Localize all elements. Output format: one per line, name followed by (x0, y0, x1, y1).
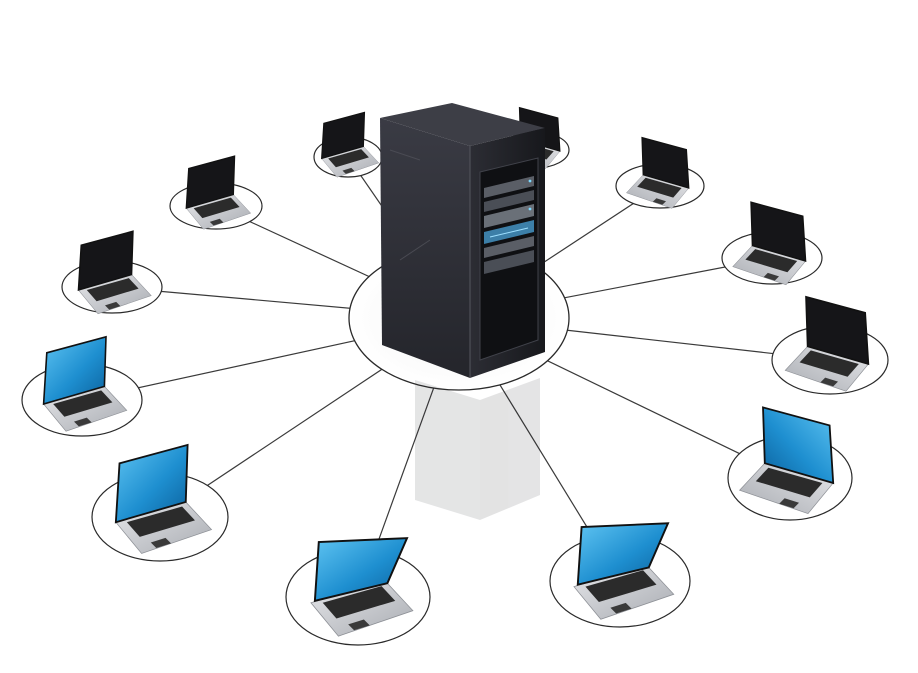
laptop-screen (313, 537, 409, 603)
laptop-touchpad (652, 198, 666, 205)
laptop-touchpad (342, 167, 355, 174)
laptop-keyboard (799, 350, 859, 377)
laptop-station (313, 111, 383, 178)
laptop-icon (738, 406, 835, 515)
laptop-station (21, 335, 143, 437)
laptop-keyboard (322, 586, 396, 619)
laptop-screen (42, 335, 107, 406)
laptop-keyboard (328, 149, 369, 168)
laptop-icon (732, 201, 807, 286)
laptop-screen (321, 111, 366, 160)
laptop-touchpad (209, 218, 224, 226)
laptop-keyboard (745, 249, 798, 273)
laptop-screen (750, 201, 807, 262)
laptop-icon (784, 295, 870, 392)
laptop-touchpad (610, 602, 632, 614)
laptop-touchpad (820, 377, 838, 387)
laptop-keyboard (637, 177, 682, 198)
laptop-screen (641, 136, 690, 189)
laptop-touchpad (763, 272, 779, 281)
laptop-station (285, 537, 431, 646)
laptop-station (61, 230, 163, 315)
laptop-icon (573, 522, 675, 620)
laptop-keyboard (86, 278, 139, 302)
laptop-group (21, 106, 889, 646)
laptop-keyboard (53, 390, 113, 417)
laptop-icon (321, 111, 380, 178)
laptop-icon (625, 136, 690, 209)
laptop-screen (185, 155, 236, 210)
laptop-screen (77, 230, 134, 291)
laptop-icon (42, 335, 128, 432)
laptop-station (549, 522, 691, 628)
laptop-station (169, 155, 263, 230)
laptop-icon (77, 230, 152, 315)
laptop-keyboard (126, 506, 195, 537)
laptop-icon (114, 443, 213, 554)
laptop-keyboard (585, 570, 657, 602)
laptop-station (91, 443, 229, 562)
laptop-touchpad (348, 619, 370, 631)
laptop-touchpad (105, 301, 121, 310)
laptop-touchpad (779, 498, 799, 509)
laptop-keyboard (193, 197, 240, 219)
laptop-touchpad (150, 537, 172, 548)
laptop-station (721, 201, 823, 286)
laptop-station (771, 295, 889, 395)
laptop-station (615, 136, 705, 209)
server-rack-units (484, 176, 534, 274)
laptop-icon (310, 537, 414, 637)
laptop-icon (185, 155, 252, 230)
server-left-face (380, 118, 470, 378)
laptop-touchpad (74, 417, 92, 427)
laptop-screen (114, 443, 189, 524)
server-reflection (415, 378, 540, 520)
laptop-station (727, 406, 853, 521)
laptop-keyboard (755, 467, 823, 498)
laptop-screen (805, 295, 870, 366)
laptop-screen (576, 522, 670, 586)
server-tower (380, 103, 545, 378)
server-top (380, 103, 545, 146)
laptop-screen (762, 406, 835, 485)
